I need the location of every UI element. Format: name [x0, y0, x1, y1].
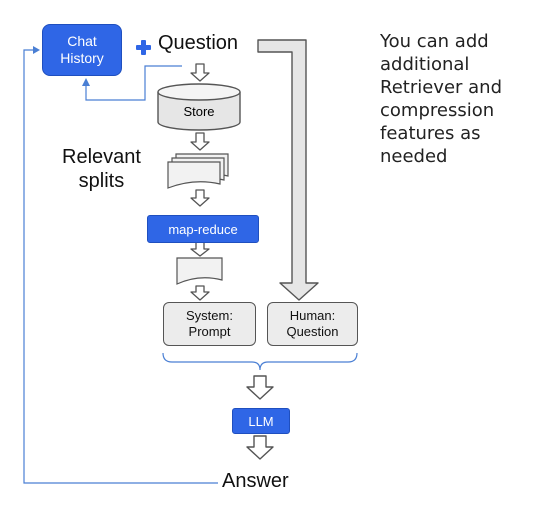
- summary-document-icon: [176, 257, 223, 285]
- prompt-bracket: [162, 352, 358, 371]
- down-arrow-icon: [190, 63, 210, 82]
- llm-box: LLM: [232, 408, 290, 434]
- question-label: Question: [158, 32, 239, 54]
- store-label: Store: [183, 104, 215, 119]
- answer-label: Answer: [222, 470, 289, 492]
- question-bypass-arrow: [257, 39, 319, 301]
- plus-icon: [136, 40, 151, 55]
- side-note: You can add additional Retriever and com…: [380, 31, 503, 167]
- down-arrow-icon: [190, 132, 210, 151]
- down-arrow-icon: [246, 375, 274, 400]
- relevant-splits-label: Relevant splits: [62, 146, 141, 192]
- chat-history-box: Chat History: [42, 24, 122, 76]
- down-arrow-icon: [190, 285, 210, 301]
- splits-document-stack: [167, 153, 229, 189]
- question-history-arrowhead: [82, 78, 90, 86]
- answer-loop-arrowhead: [33, 46, 40, 54]
- store-cylinder: [157, 83, 241, 131]
- answer-loop-connector: [23, 49, 218, 484]
- down-arrow-icon: [190, 241, 210, 257]
- down-arrow-icon: [190, 189, 210, 207]
- question-history-connector: [85, 65, 182, 101]
- down-arrow-icon: [246, 435, 274, 460]
- map-reduce-box: map-reduce: [147, 215, 259, 243]
- system-prompt-box: System: Prompt: [163, 302, 256, 346]
- human-question-box: Human: Question: [267, 302, 358, 346]
